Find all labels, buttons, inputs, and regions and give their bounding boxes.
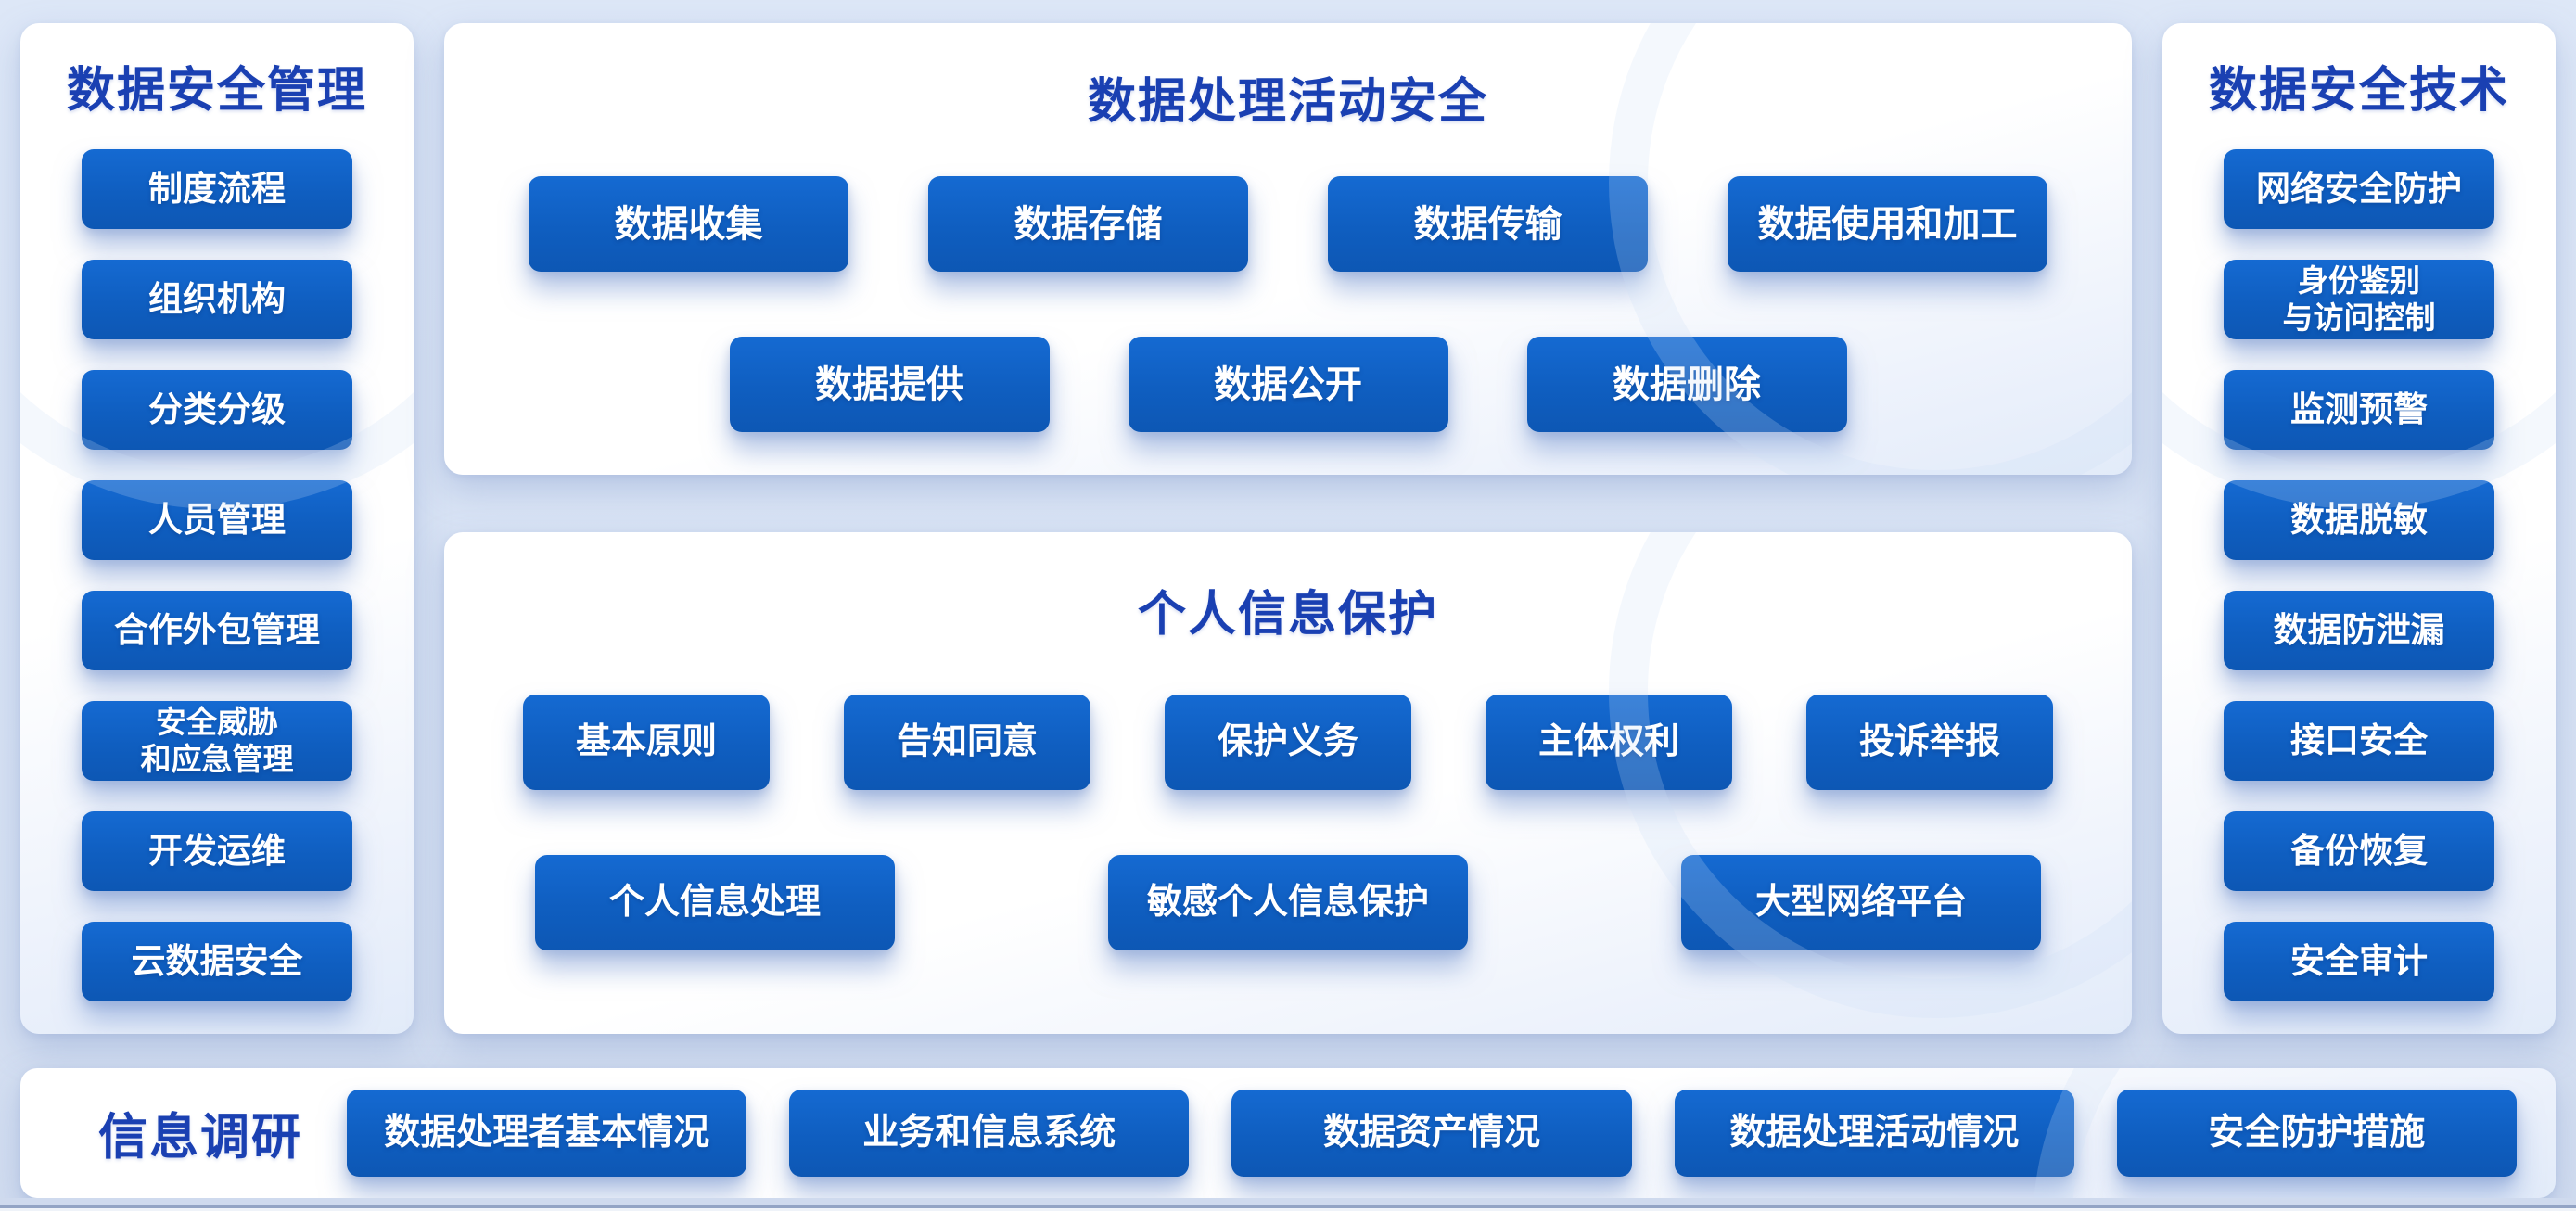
personal-info-panel-title: 个人信息保护	[1137, 588, 1438, 642]
management-item: 制度流程	[82, 149, 352, 229]
page-bottom-line	[0, 1205, 2576, 1208]
information-survey-bar: 信息调研 数据处理者基本情况 业务和信息系统 数据资产情况 数据处理活动情况 安…	[20, 1068, 2556, 1198]
main-area: 数据安全管理 制度流程 组织机构 分类分级 人员管理 合作外包管理 安全威胁 和…	[20, 23, 2556, 1034]
center-column: 数据处理活动安全 数据收集 数据存储 数据传输 数据使用和加工 数据提供 数据公…	[444, 23, 2132, 1034]
privacy-item: 个人信息处理	[535, 855, 895, 950]
management-panel-title: 数据安全管理	[66, 64, 367, 118]
management-item-list: 制度流程 组织机构 分类分级 人员管理 合作外包管理 安全威胁 和应急管理 开发…	[82, 149, 352, 1001]
technology-item: 网络安全防护	[2224, 149, 2494, 229]
activity-item: 数据存储	[928, 176, 1248, 272]
survey-bar-title: 信息调研	[98, 1110, 302, 1165]
personal-info-row-2: 个人信息处理 敏感个人信息保护 大型网络平台	[535, 855, 2041, 950]
technology-item: 监测预警	[2224, 370, 2494, 450]
survey-item: 数据处理活动情况	[1674, 1090, 2074, 1177]
management-panel: 数据安全管理 制度流程 组织机构 分类分级 人员管理 合作外包管理 安全威胁 和…	[20, 23, 414, 1034]
management-item: 分类分级	[82, 370, 352, 450]
activity-item: 数据提供	[729, 337, 1050, 432]
privacy-item: 保护义务	[1165, 695, 1411, 790]
technology-item: 数据脱敏	[2224, 480, 2494, 560]
technology-item: 备份恢复	[2224, 811, 2494, 891]
page-bottom-band	[0, 1198, 2576, 1205]
privacy-item: 基本原则	[523, 695, 770, 790]
technology-item: 数据防泄漏	[2224, 591, 2494, 670]
privacy-item: 投诉举报	[1806, 695, 2053, 790]
management-item: 人员管理	[82, 480, 352, 560]
privacy-item: 告知同意	[844, 695, 1090, 790]
technology-item: 安全审计	[2224, 922, 2494, 1001]
activity-item: 数据删除	[1526, 337, 1847, 432]
technology-item-list: 网络安全防护 身份鉴别 与访问控制 监测预警 数据脱敏 数据防泄漏 接口安全 备…	[2224, 149, 2494, 1001]
management-item: 安全威胁 和应急管理	[82, 701, 352, 781]
privacy-item: 大型网络平台	[1681, 855, 2041, 950]
processing-activity-row-2: 数据提供 数据公开 数据删除	[729, 337, 1847, 432]
technology-item: 身份鉴别 与访问控制	[2224, 260, 2494, 339]
processing-activity-panel-title: 数据处理活动安全	[1087, 75, 1488, 129]
management-item: 组织机构	[82, 260, 352, 339]
survey-item: 数据处理者基本情况	[347, 1090, 747, 1177]
privacy-item: 敏感个人信息保护	[1108, 855, 1468, 950]
activity-item: 数据收集	[529, 176, 848, 272]
technology-item: 接口安全	[2224, 701, 2494, 781]
privacy-item: 主体权利	[1486, 695, 1732, 790]
page-bottom-light	[0, 1208, 2576, 1211]
activity-item: 数据传输	[1328, 176, 1648, 272]
survey-item: 安全防护措施	[2116, 1090, 2518, 1177]
activity-item: 数据公开	[1128, 337, 1448, 432]
personal-info-row-1: 基本原则 告知同意 保护义务 主体权利 投诉举报	[523, 695, 2053, 790]
technology-panel-title: 数据安全技术	[2208, 64, 2509, 118]
management-item: 开发运维	[82, 811, 352, 891]
management-item: 云数据安全	[82, 922, 352, 1001]
management-item: 合作外包管理	[82, 591, 352, 670]
processing-activity-panel: 数据处理活动安全 数据收集 数据存储 数据传输 数据使用和加工 数据提供 数据公…	[444, 23, 2132, 475]
personal-info-protection-panel: 个人信息保护 基本原则 告知同意 保护义务 主体权利 投诉举报 个人信息处理 敏…	[444, 532, 2132, 1034]
survey-item: 数据资产情况	[1231, 1090, 1632, 1177]
technology-panel: 数据安全技术 网络安全防护 身份鉴别 与访问控制 监测预警 数据脱敏 数据防泄漏…	[2162, 23, 2556, 1034]
activity-item: 数据使用和加工	[1728, 176, 2047, 272]
survey-item: 业务和信息系统	[789, 1090, 1190, 1177]
processing-activity-row-1: 数据收集 数据存储 数据传输 数据使用和加工	[529, 176, 2047, 272]
